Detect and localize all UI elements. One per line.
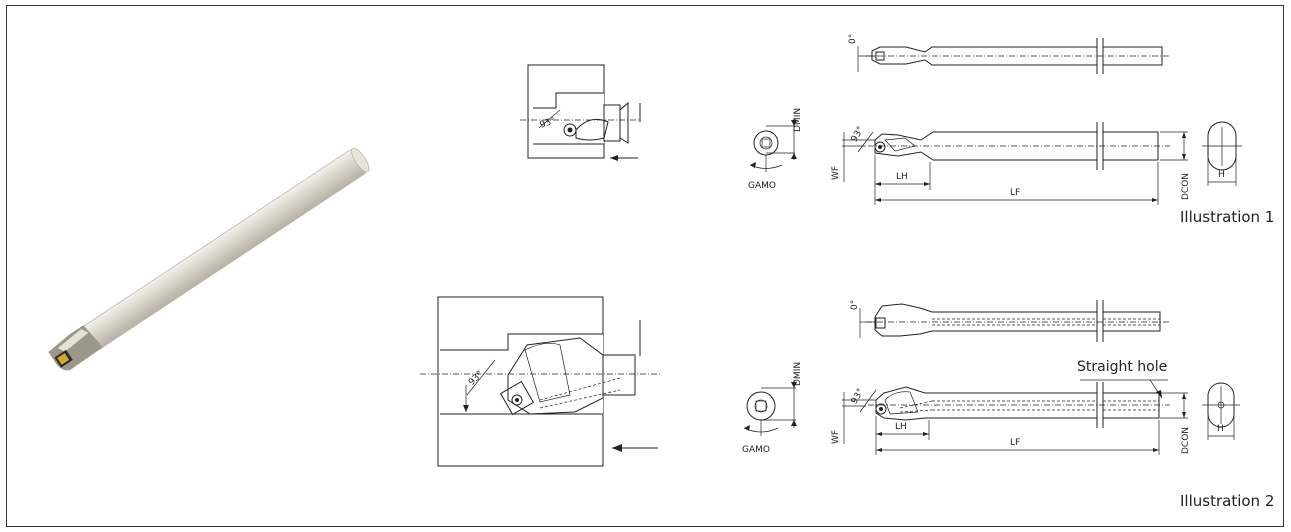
top-view-1: 0° [848, 34, 1170, 74]
dim-gamo-2: GAMO [742, 445, 770, 455]
dim-lh-1: LH [896, 172, 908, 182]
dim-dcon-1: DCON [1181, 173, 1191, 200]
end-view-1: DMIN GAMO [748, 108, 803, 191]
shank-end-view-2: H [1202, 382, 1240, 440]
lead-angle-label-side-1: 93° [850, 125, 867, 144]
dim-lh-2: LH [895, 422, 907, 432]
dim-h-1: H [1218, 170, 1225, 180]
straight-hole-note: Straight hole [1077, 359, 1168, 375]
dim-wf-2: WF [831, 430, 841, 444]
illustration-2-caption: Illustration 2 [1180, 492, 1275, 510]
bore-section-2: 93° [420, 296, 660, 467]
end-view-2: DMIN GAMO [742, 362, 803, 455]
dim-dmin-1: DMIN [793, 108, 803, 132]
lead-angle-label-side-2: 93° [850, 387, 867, 406]
side-view-1: 93° WF LH LF DCON [831, 122, 1191, 205]
illustration-1-caption: Illustration 1 [1180, 208, 1275, 226]
dim-gamo-1: GAMO [748, 181, 776, 191]
dim-wf-1: WF [831, 166, 841, 180]
dim-lf-2: LF [1010, 438, 1020, 448]
dim-dcon-2: DCON [1181, 427, 1191, 454]
top-angle-label-2: 0° [850, 300, 860, 310]
dim-h-2: H [1217, 424, 1224, 434]
tool-photo [48, 147, 370, 371]
top-view-2: 0° [850, 300, 1170, 342]
dim-dmin-2: DMIN [793, 362, 803, 386]
top-angle-label-1: 0° [848, 34, 858, 44]
shank-end-view-1: H [1202, 121, 1242, 186]
bore-section-1: 93° [520, 64, 641, 161]
side-view-2: 93° WF LH LF DCON [831, 379, 1191, 455]
dim-lf-1: LF [1010, 188, 1020, 198]
